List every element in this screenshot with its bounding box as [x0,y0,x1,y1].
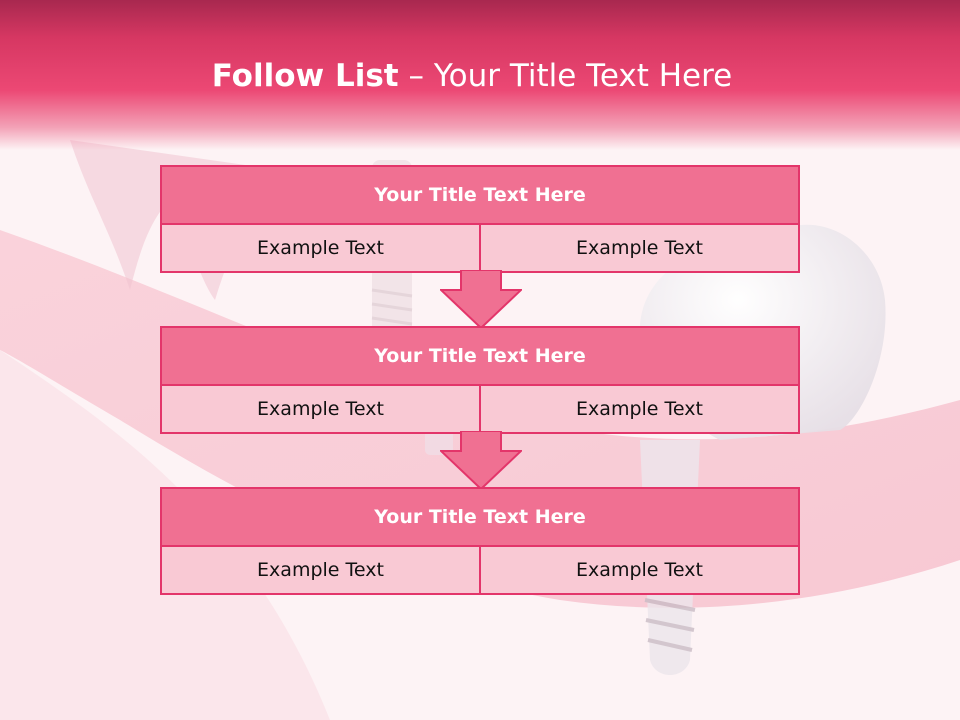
block-cell-right: Example Text [479,547,798,593]
down-arrow-icon [440,431,522,491]
page-title: Follow List – Your Title Text Here [0,56,944,96]
block-cell-right: Example Text [479,225,798,271]
block-title: Your Title Text Here [162,489,798,547]
flow-block-1: Your Title Text Here Example Text Exampl… [160,165,800,273]
flow-block-2: Your Title Text Here Example Text Exampl… [160,326,800,434]
block-cell-left: Example Text [162,386,479,432]
down-arrow-icon [440,270,522,330]
block-row: Example Text Example Text [162,547,798,593]
block-row: Example Text Example Text [162,225,798,271]
block-cell-left: Example Text [162,547,479,593]
header-banner [0,0,960,150]
block-cell-left: Example Text [162,225,479,271]
block-cell-right: Example Text [479,386,798,432]
flow-block-3: Your Title Text Here Example Text Exampl… [160,487,800,595]
block-title: Your Title Text Here [162,328,798,386]
block-row: Example Text Example Text [162,386,798,432]
title-bold: Follow List [211,58,399,94]
title-rest: – Your Title Text Here [398,58,733,94]
block-title: Your Title Text Here [162,167,798,225]
